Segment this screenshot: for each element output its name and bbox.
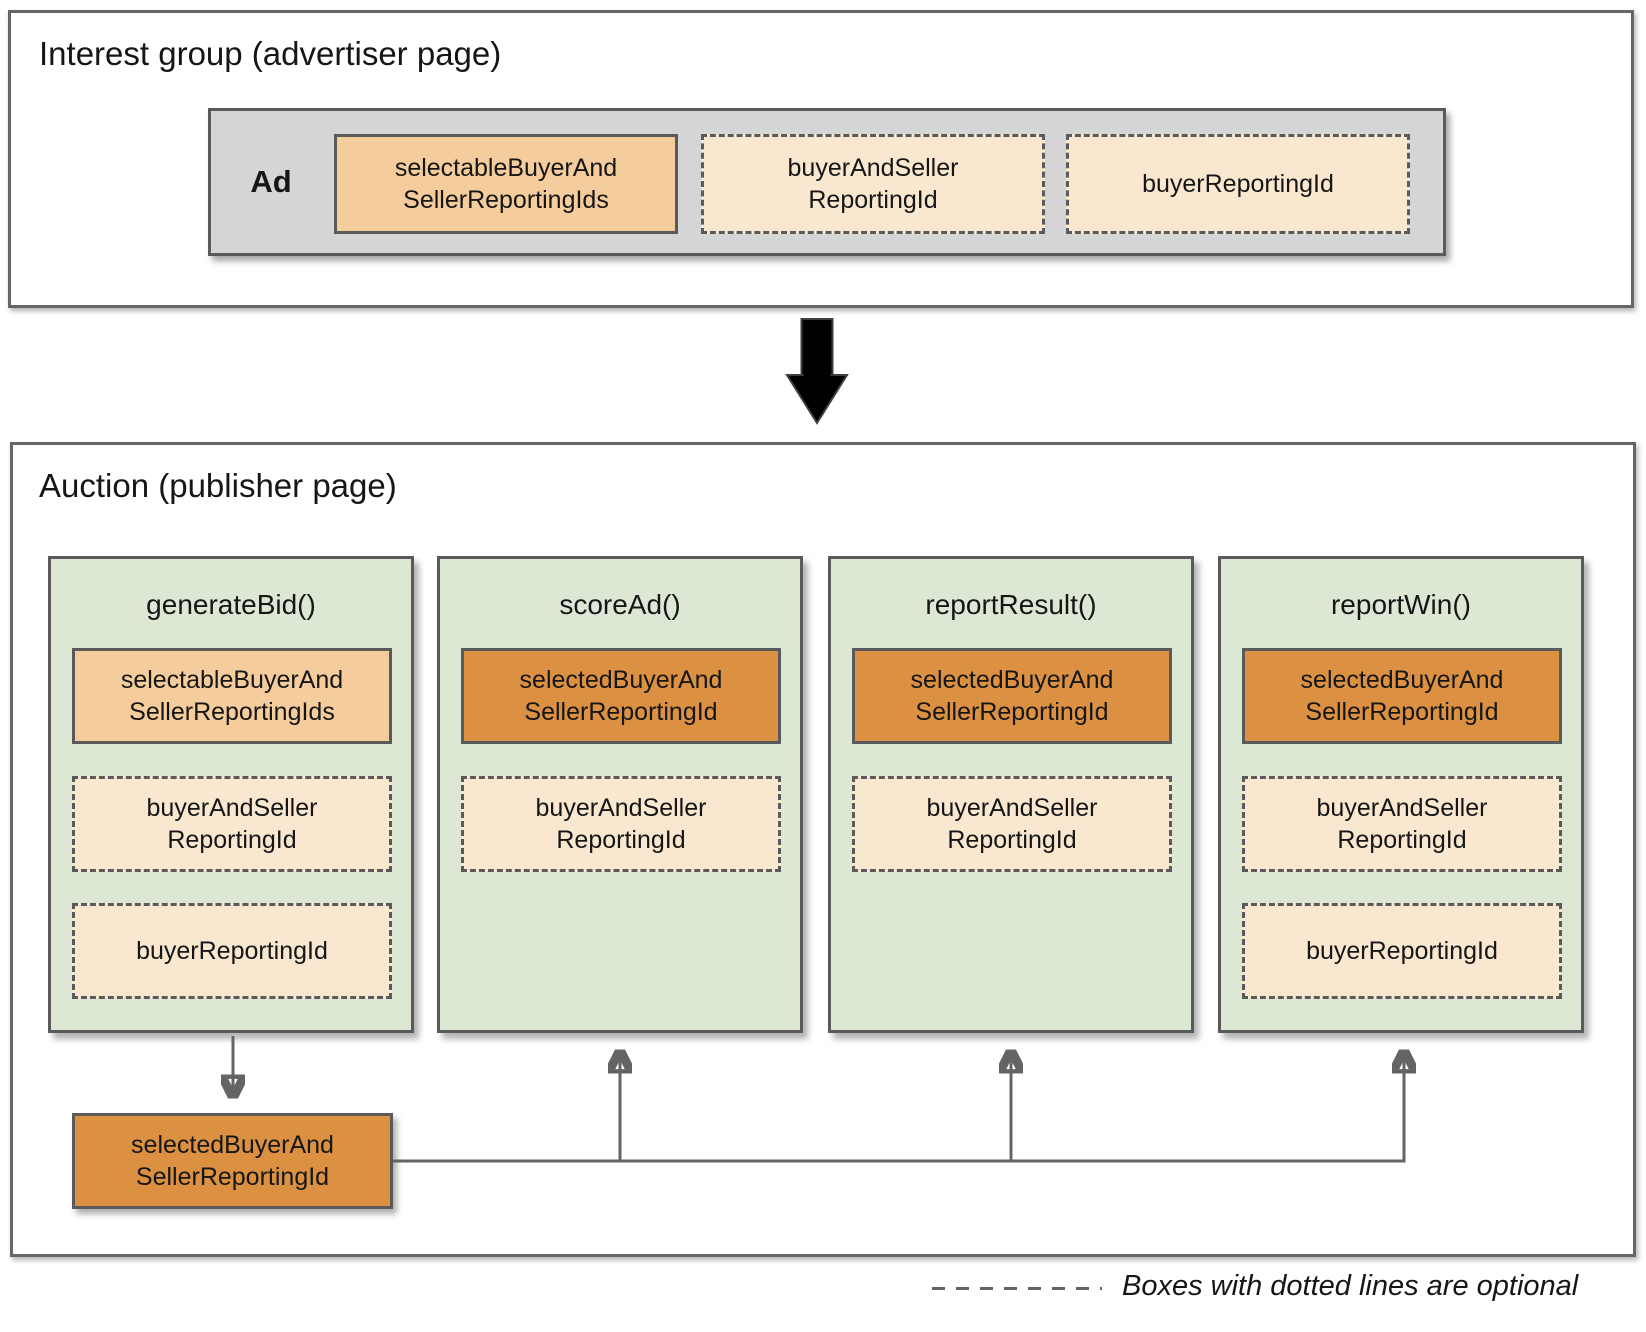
selected-buyer-and-seller-reporting-id-box: selectedBuyerAnd SellerReportingId	[1242, 648, 1562, 744]
buyer-reporting-id-box: buyerReportingId	[1066, 134, 1410, 234]
function-title-generatebid: generateBid()	[146, 589, 316, 620]
buyer-and-seller-reporting-id-box: buyerAndSeller ReportingId	[461, 776, 781, 872]
function-title-reportresult: reportResult()	[925, 589, 1097, 620]
function-column-generatebid: generateBid() selectableBuyerAnd SellerR…	[48, 556, 414, 1033]
function-column-reportresult: reportResult() selectedBuyerAnd SellerRe…	[828, 556, 1194, 1033]
flow-down-arrow-icon	[785, 318, 849, 425]
ad-label: Ad	[250, 164, 292, 199]
ad-container: Ad selectableBuyerAnd SellerReportingIds…	[208, 108, 1446, 256]
buyer-and-seller-reporting-id-box: buyerAndSeller ReportingId	[852, 776, 1172, 872]
buyer-reporting-id-box: buyerReportingId	[1242, 903, 1562, 999]
interest-group-title: Interest group (advertiser page)	[39, 35, 502, 72]
selected-buyer-and-seller-reporting-id-box: selectedBuyerAnd SellerReportingId	[461, 648, 781, 744]
dashed-line-sample-icon	[932, 1287, 1102, 1290]
function-title-scoread: scoreAd()	[559, 589, 681, 620]
legend-text: Boxes with dotted lines are optional	[1122, 1270, 1579, 1302]
buyer-and-seller-reporting-id-box: buyerAndSeller ReportingId	[1242, 776, 1562, 872]
selected-buyer-and-seller-reporting-id-output-box: selectedBuyerAnd SellerReportingId	[72, 1113, 393, 1209]
auction-title: Auction (publisher page)	[39, 467, 397, 504]
interest-group-section: Interest group (advertiser page) Ad sele…	[8, 10, 1634, 308]
function-title-reportwin: reportWin()	[1330, 589, 1471, 620]
buyer-reporting-id-box: buyerReportingId	[72, 903, 392, 999]
selectable-buyer-and-seller-reporting-ids-box: selectableBuyerAnd SellerReportingIds	[334, 134, 678, 234]
buyer-and-seller-reporting-id-box: buyerAndSeller ReportingId	[72, 776, 392, 872]
function-column-scoread: scoreAd() selectedBuyerAnd SellerReporti…	[437, 556, 803, 1033]
buyer-and-seller-reporting-id-box: buyerAndSeller ReportingId	[701, 134, 1045, 234]
function-column-reportwin: reportWin() selectedBuyerAnd SellerRepor…	[1218, 556, 1584, 1033]
selectable-buyer-and-seller-reporting-ids-box: selectableBuyerAnd SellerReportingIds	[72, 648, 392, 744]
selected-buyer-and-seller-reporting-id-box: selectedBuyerAnd SellerReportingId	[852, 648, 1172, 744]
legend: Boxes with dotted lines are optional	[0, 1270, 1646, 1330]
